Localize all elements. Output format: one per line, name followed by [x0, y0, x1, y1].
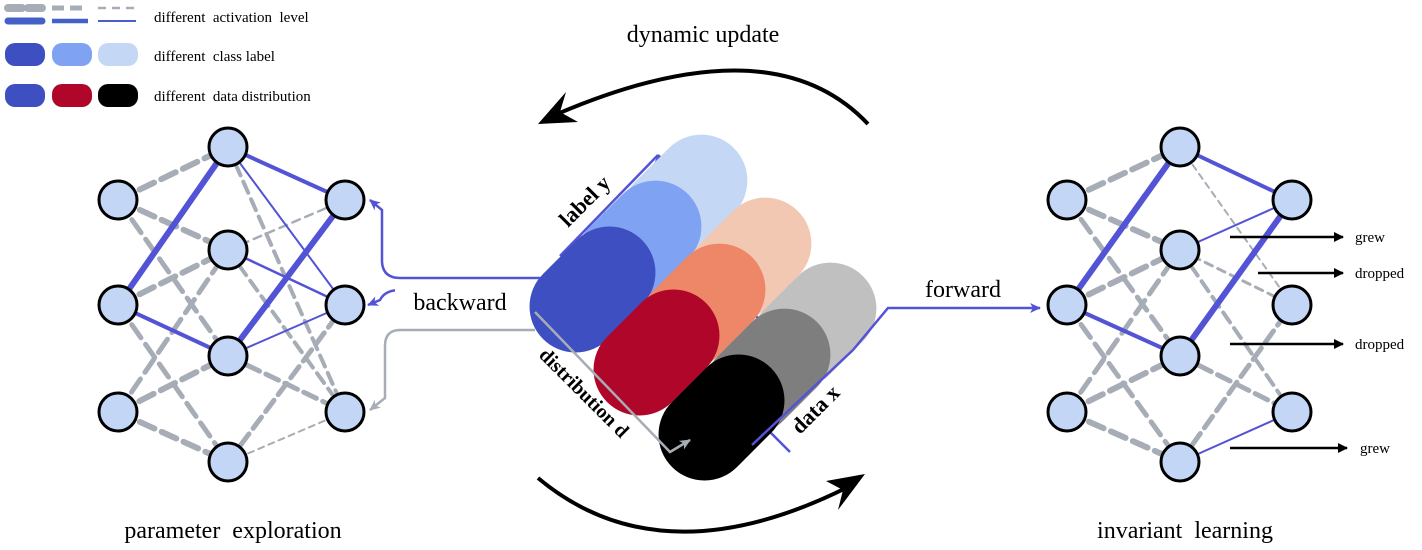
legend: different activation level different cla…	[4, 4, 311, 107]
node	[97, 284, 139, 326]
red-pill-stack	[593, 197, 812, 416]
node	[97, 179, 139, 221]
node	[207, 441, 249, 483]
right-annotation-arrows	[1230, 232, 1348, 453]
node	[207, 126, 249, 168]
node	[1159, 126, 1201, 168]
legend-class-swatches	[5, 43, 138, 66]
data-x-axis	[751, 349, 854, 446]
legend-class-label: different class label	[154, 49, 275, 65]
forward-label: forward	[925, 277, 1001, 303]
node	[1271, 179, 1313, 221]
right-network-gray-edges	[1064, 144, 1295, 465]
left-network-nodes	[97, 126, 366, 483]
node	[1159, 441, 1201, 483]
node	[97, 391, 139, 433]
node	[1046, 284, 1088, 326]
node	[1271, 284, 1313, 326]
right-network-blue-edges	[1064, 144, 1295, 463]
annotation-grew-top: grew	[1355, 230, 1385, 246]
backward-label-bg	[395, 284, 525, 322]
left-network	[97, 126, 366, 483]
arrowhead-top-icon	[538, 92, 578, 124]
node	[1271, 391, 1313, 433]
arrowhead-bottom-icon	[826, 474, 865, 510]
annotation-grew-bottom: grew	[1360, 441, 1390, 457]
right-title: invariant learning	[1097, 518, 1273, 544]
node	[1159, 335, 1201, 377]
dynamic-update-arc-bottom	[536, 476, 847, 534]
backward-label: backward	[413, 290, 506, 316]
top-title: dynamic update	[627, 22, 780, 48]
dynamic-update-arc-top	[547, 68, 870, 126]
node	[1046, 391, 1088, 433]
legend-activation-label: different activation level	[154, 10, 309, 26]
right-network-nodes	[1046, 126, 1313, 483]
center-axes	[534, 311, 854, 454]
pill-stacks	[529, 134, 877, 481]
left-network-gray-edges	[115, 144, 348, 465]
node	[207, 335, 249, 377]
node	[1159, 229, 1201, 271]
right-network: grew dropped dropped grew	[1046, 126, 1405, 483]
distribution-d-axis	[534, 311, 691, 454]
left-network-blue-edges	[115, 144, 348, 359]
annotation-dropped-upper: dropped	[1355, 266, 1405, 282]
legend-distribution-label: different data distribution	[154, 89, 311, 105]
legend-activation-swatches	[4, 4, 136, 25]
left-title: parameter exploration	[124, 518, 341, 544]
node	[1046, 179, 1088, 221]
node	[324, 179, 366, 221]
node	[324, 284, 366, 326]
node	[324, 391, 366, 433]
annotation-dropped-lower: dropped	[1355, 337, 1405, 353]
node	[207, 229, 249, 271]
forward-arrow	[852, 303, 1041, 351]
legend-distribution-swatches	[5, 84, 138, 107]
